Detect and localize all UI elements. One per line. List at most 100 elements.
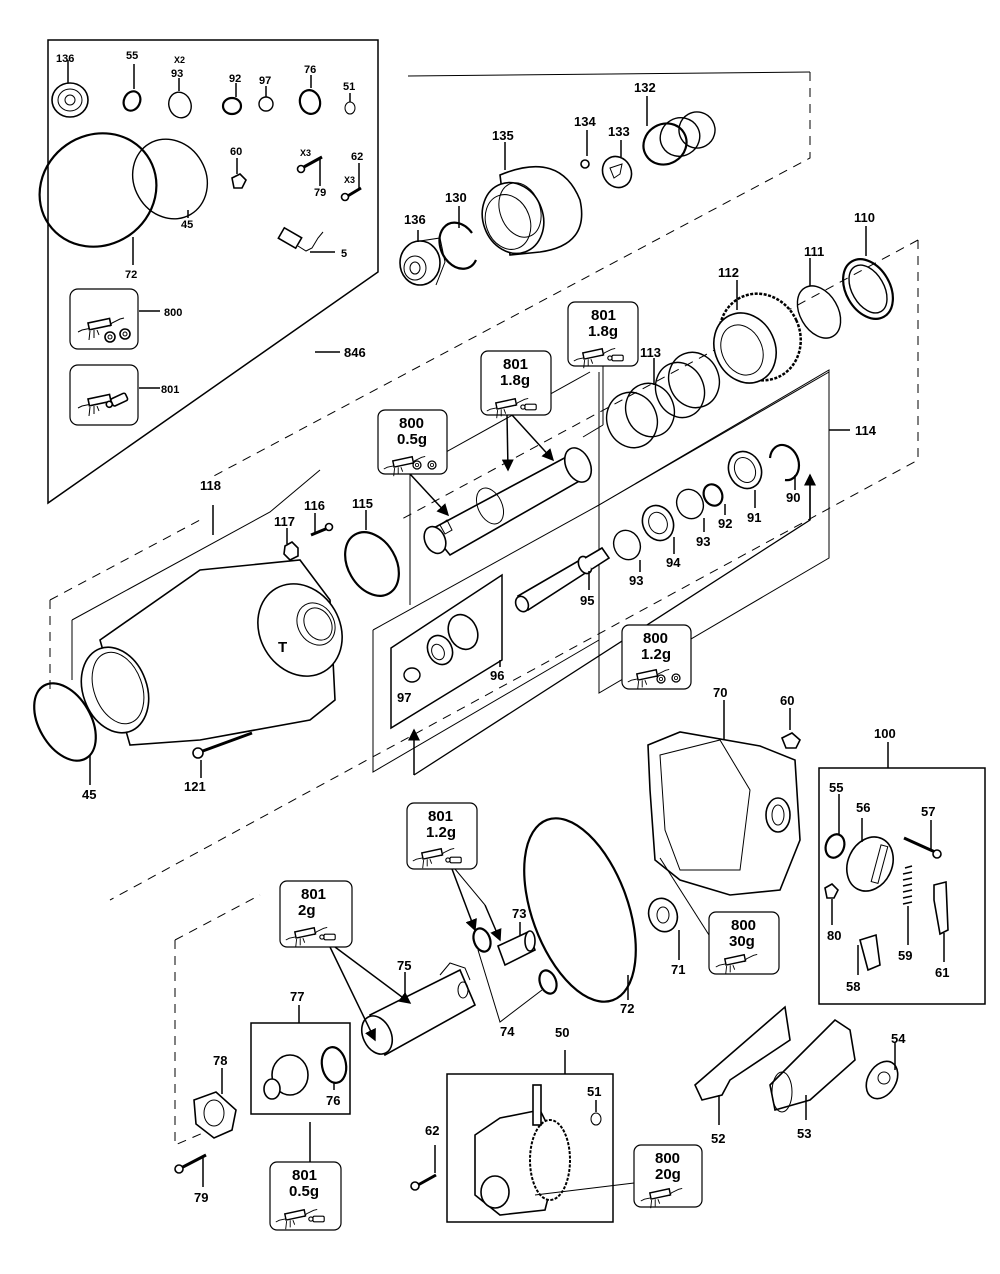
callout-amount: 0.5g <box>397 431 427 448</box>
part-95-striker[interactable]: 95 <box>513 546 611 614</box>
part-76-o-ring-77[interactable]: 76 <box>319 1045 349 1108</box>
label-93c: 93 <box>629 573 643 588</box>
part-92-o-ring[interactable]: 92 <box>221 73 243 116</box>
part-91-bushing[interactable]: 91 <box>722 446 767 525</box>
part-115-o-ring[interactable]: 115 <box>334 496 410 605</box>
grease-callout-800-30g[interactable]: 800 30g <box>659 857 780 975</box>
grease-801-icon-box[interactable]: 801 <box>69 364 179 426</box>
part-136-bushing-assembly[interactable]: 136 <box>399 212 446 286</box>
label-90: 90 <box>786 490 800 505</box>
part-62-screw-x3[interactable]: 62 X3 <box>340 151 364 202</box>
assembly-50-box[interactable]: 50 51 <box>446 1025 614 1223</box>
label-113: 113 <box>640 345 661 360</box>
callout-part: 801 <box>503 356 528 373</box>
part-73-pin[interactable]: 73 <box>496 906 537 967</box>
part-74-washers[interactable]: 74 <box>470 926 559 1039</box>
callout-part: 801 <box>301 886 326 903</box>
label-54: 54 <box>891 1031 906 1046</box>
part-61-lever[interactable]: 61 <box>933 880 949 980</box>
housing-t-mark: T <box>278 639 287 656</box>
part-53-switch-frame[interactable]: 53 <box>769 1018 856 1141</box>
part-130-circlip[interactable]: 130 <box>438 190 477 270</box>
grease-callout-801-1-2g[interactable]: 801 1.2g <box>406 802 502 942</box>
part-78-clamp[interactable]: 78 <box>193 1053 237 1139</box>
part-121-screw[interactable]: 121 <box>184 731 253 794</box>
callout-amount: 1.2g <box>426 824 456 841</box>
part-5-wire[interactable]: 5 <box>277 226 347 260</box>
part-45-o-ring-housing[interactable]: 45 <box>21 673 108 802</box>
part-58-slider[interactable]: 58 <box>846 933 881 994</box>
part-60-pad[interactable]: 60 <box>230 146 247 189</box>
label-93b: 93 <box>696 534 710 549</box>
part-70-crankcase[interactable]: 70 <box>647 685 801 896</box>
label-59: 59 <box>898 948 912 963</box>
part-54-cap[interactable]: 54 <box>860 1031 906 1104</box>
part-93-o-ring-x2[interactable]: X2 93 <box>165 55 195 121</box>
label-79-qty: X3 <box>300 148 311 158</box>
part-112-gear[interactable]: 112 <box>703 265 815 394</box>
grease-callout-800-0-5g[interactable]: 800 0.5g <box>377 409 450 517</box>
part-117-nut[interactable]: 117 <box>274 514 299 561</box>
grease-800-icon-box[interactable]: 800 <box>69 288 182 350</box>
label-62b: 62 <box>425 1123 439 1138</box>
grease-callout-800-1-2g[interactable]: 800 1.2g <box>621 624 692 690</box>
part-80-pad[interactable]: 80 <box>824 883 841 943</box>
part-113-o-rings[interactable]: 113 <box>599 345 727 455</box>
label-97b: 97 <box>397 690 411 705</box>
part-72-o-ring-large[interactable]: 72 <box>502 803 658 1016</box>
callout-part: 800 <box>399 415 424 432</box>
part-52-bracket[interactable]: 52 <box>694 1005 791 1146</box>
label-58: 58 <box>846 979 860 994</box>
part-133-washer[interactable]: 133 <box>597 124 637 193</box>
grease-callout-801-0-5g[interactable]: 801 0.5g <box>269 1161 342 1231</box>
label-79: 79 <box>314 187 326 199</box>
part-45-o-ring[interactable]: 45 <box>118 125 221 232</box>
label-96: 96 <box>490 668 504 683</box>
part-111-o-ring[interactable]: 111 <box>789 244 850 346</box>
part-71-bearing[interactable]: 71 <box>644 894 685 977</box>
label-800: 800 <box>164 307 182 319</box>
callout-amount: 1.8g <box>500 372 530 389</box>
part-60-pad-crankcase[interactable]: 60 <box>780 693 801 749</box>
part-92-o-ring-shaft[interactable]: 92 <box>700 481 732 531</box>
part-94-bushing[interactable]: 94 <box>637 500 681 570</box>
part-79-screw-clamp[interactable]: 79 <box>174 1153 208 1205</box>
assembly-77-box[interactable]: 77 <box>250 989 351 1115</box>
part-90-circlip[interactable]: 90 <box>768 443 800 505</box>
label-71: 71 <box>671 962 685 977</box>
part-132-spring[interactable]: 132 <box>634 80 722 172</box>
grease-callout-801-1-8g-upper[interactable]: 801 1.8g <box>567 301 639 438</box>
callout-amount: 1.2g <box>641 646 671 663</box>
label-77: 77 <box>290 989 304 1004</box>
grease-callout-801-2g[interactable]: 801 2g <box>279 880 412 1042</box>
assembly-96-box[interactable]: 96 97 <box>390 573 504 730</box>
part-136-bushing[interactable]: 136 <box>51 53 89 118</box>
part-72-o-ring[interactable]: 72 <box>17 111 178 281</box>
part-51-o-ring[interactable]: 51 <box>343 81 356 115</box>
part-135-chuck-sleeve[interactable]: 135 <box>472 128 583 262</box>
label-135: 135 <box>492 128 514 143</box>
label-97: 97 <box>259 75 271 87</box>
part-76-o-ring[interactable]: 76 <box>297 64 323 116</box>
part-116-screw[interactable]: 116 <box>304 498 334 537</box>
part-93-o-ring-shaft-a[interactable]: 93 <box>672 485 711 549</box>
part-75-piston-cylinder[interactable]: 75 <box>356 958 477 1059</box>
grease-callout-800-20g[interactable]: 800 20g <box>534 1144 703 1209</box>
part-110-seal[interactable]: 110 <box>833 210 903 328</box>
part-93-o-ring-shaft-b[interactable]: 93 <box>609 526 645 588</box>
part-57-screw[interactable]: 57 <box>903 804 942 859</box>
part-56-knob[interactable]: 56 <box>838 800 902 899</box>
part-59-spring[interactable]: 59 <box>898 865 912 963</box>
assembly-100-switch-box[interactable]: 100 <box>818 726 986 1005</box>
part-62-screw-crank[interactable]: 62 <box>410 1123 439 1191</box>
grease-callout-801-1-8g-piston[interactable]: 801 1.8g <box>480 350 555 472</box>
part-134-ball[interactable]: 134 <box>574 114 596 169</box>
label-136: 136 <box>56 53 74 65</box>
part-79-screw-x3[interactable]: X3 79 <box>296 148 327 199</box>
part-55-o-ring[interactable]: 55 <box>121 50 144 113</box>
part-piston[interactable] <box>420 444 596 557</box>
part-97-o-ring[interactable]: 97 <box>258 75 274 112</box>
part-55-o-ring-switch[interactable]: 55 <box>822 780 847 860</box>
part-118-gear-housing[interactable]: T 118 <box>70 469 359 746</box>
